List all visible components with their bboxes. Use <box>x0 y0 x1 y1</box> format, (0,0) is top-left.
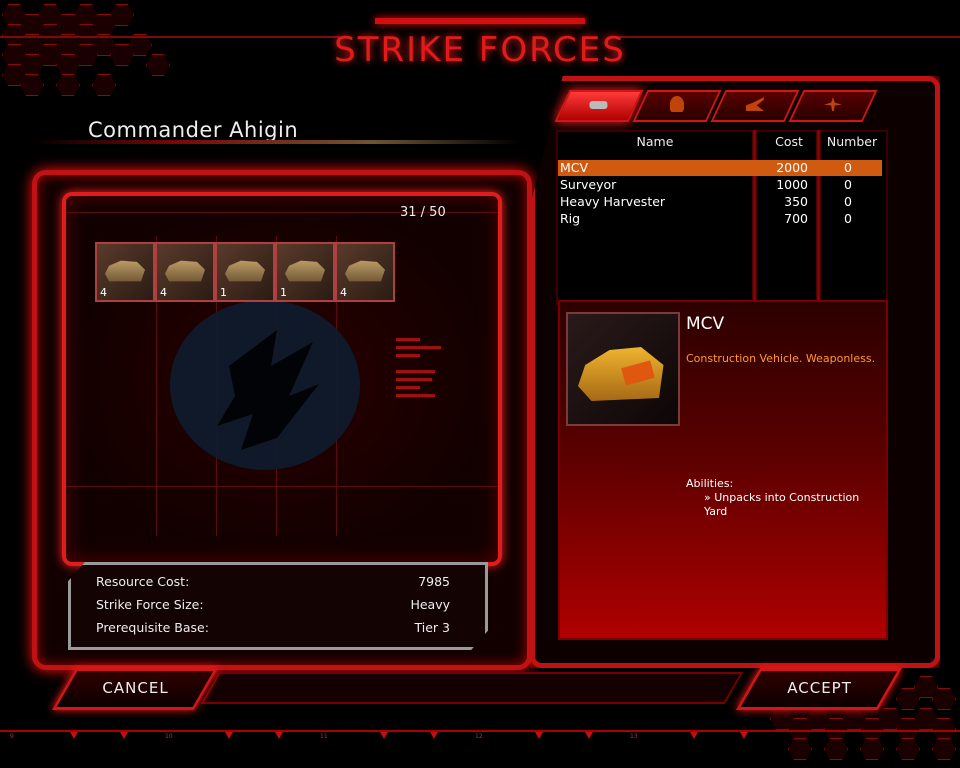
data-readout-decor: ■■■■■■■■■■■■■■■■■■■■■■■■■■■■■■■■■■■■■■■■… <box>396 337 442 399</box>
row-number: 0 <box>844 211 852 226</box>
column-separator <box>816 130 821 302</box>
row-cost: 700 <box>784 211 808 226</box>
bottom-ruler <box>0 730 960 732</box>
surveyor-unit-icon <box>165 260 205 282</box>
row-name: Rig <box>560 211 581 226</box>
prerequisite-base-label: Prerequisite Base: <box>96 620 209 635</box>
ruler-label: 9 <box>10 733 14 740</box>
table-row[interactable]: Surveyor 1000 0 <box>558 177 882 193</box>
force-unit-walker[interactable]: 4 <box>335 242 395 302</box>
unit-quantity: 4 <box>160 286 167 299</box>
accept-label: ACCEPT <box>787 679 852 697</box>
ability-item: » Unpacks into Construction Yard <box>704 491 860 518</box>
walker-unit-icon <box>345 260 385 282</box>
ruler-label: 12 <box>475 733 483 740</box>
unit-abilities: Abilities: » Unpacks into Construction Y… <box>686 477 876 519</box>
force-size-value: Heavy <box>410 597 450 612</box>
table-row[interactable]: Rig 700 0 <box>558 211 882 227</box>
header-line-right <box>620 36 960 38</box>
force-unit-surveyor[interactable]: 4 <box>155 242 215 302</box>
vehicle-icon <box>589 101 608 109</box>
row-name: Heavy Harvester <box>560 194 666 209</box>
column-header-name[interactable]: Name <box>636 134 674 149</box>
ruler-tick <box>585 732 593 739</box>
ruler-tick <box>380 732 388 739</box>
column-separator <box>752 130 757 302</box>
ruler-label: 13 <box>630 733 638 740</box>
ruler-tick <box>225 732 233 739</box>
column-header-cost[interactable]: Cost <box>775 134 803 149</box>
grid-line <box>66 212 498 213</box>
cancel-label: CANCEL <box>102 679 169 697</box>
ruler-tick <box>430 732 438 739</box>
unit-quantity: 1 <box>280 286 287 299</box>
ruler-label: 11 <box>320 733 328 740</box>
row-number: 0 <box>844 160 852 175</box>
unit-quantity: 4 <box>340 286 347 299</box>
title-bar <box>375 18 585 24</box>
grid-line <box>156 236 157 536</box>
row-number: 0 <box>844 177 852 192</box>
abilities-label: Abilities: <box>686 477 734 490</box>
ruler-label: 10 <box>165 733 173 740</box>
tab-aircraft[interactable] <box>788 90 878 122</box>
tab-infantry[interactable] <box>632 90 722 122</box>
table-row[interactable]: Heavy Harvester 350 0 <box>558 194 882 210</box>
row-name: MCV <box>560 160 589 175</box>
cancel-button[interactable]: CANCEL <box>51 668 219 710</box>
column-header-number[interactable]: Number <box>826 134 878 149</box>
row-name: Surveyor <box>560 177 617 192</box>
resource-cost-value: 7985 <box>418 574 450 589</box>
artillery-icon <box>746 97 764 111</box>
unit-portrait <box>566 312 680 426</box>
commander-name: Commander Ahigin <box>88 118 299 142</box>
row-cost: 350 <box>784 194 808 209</box>
ruler-tick <box>690 732 698 739</box>
rig-unit-icon <box>285 260 325 282</box>
ruler-tick <box>275 732 283 739</box>
bottom-bar-center <box>200 672 744 704</box>
row-cost: 2000 <box>776 160 808 175</box>
ruler-tick <box>120 732 128 739</box>
mcv-unit-icon <box>105 260 145 282</box>
unit-detail-description: Construction Vehicle. Weaponless. <box>686 352 876 365</box>
commander-underline <box>30 140 520 144</box>
row-cost: 1000 <box>776 177 808 192</box>
force-unit-mcv[interactable]: 4 <box>95 242 155 302</box>
unit-quantity: 1 <box>220 286 227 299</box>
resource-cost-label: Resource Cost: <box>96 574 190 589</box>
row-number: 0 <box>844 194 852 209</box>
ruler-tick <box>70 732 78 739</box>
force-unit-rig[interactable]: 1 <box>275 242 335 302</box>
unit-quantity: 4 <box>100 286 107 299</box>
force-size-label: Strike Force Size: <box>96 597 204 612</box>
force-unit-heavy-harvester[interactable]: 1 <box>215 242 275 302</box>
aircraft-icon <box>824 97 842 111</box>
infantry-icon <box>669 96 684 112</box>
force-unit-count: 31 / 50 <box>400 205 446 220</box>
tab-artillery[interactable] <box>710 90 800 122</box>
accept-button[interactable]: ACCEPT <box>735 668 903 710</box>
force-summary <box>68 562 488 650</box>
prerequisite-base-value: Tier 3 <box>414 620 450 635</box>
header-line-left <box>0 36 340 38</box>
ruler-tick <box>740 732 748 739</box>
ruler-tick <box>535 732 543 739</box>
page-title: STRIKE FORCES <box>334 30 626 70</box>
table-row[interactable]: MCV 2000 0 <box>558 160 882 176</box>
unit-detail-name: MCV <box>686 314 725 334</box>
harvester-unit-icon <box>225 260 265 282</box>
grid-line <box>66 486 498 487</box>
tab-vehicles[interactable] <box>554 90 644 122</box>
